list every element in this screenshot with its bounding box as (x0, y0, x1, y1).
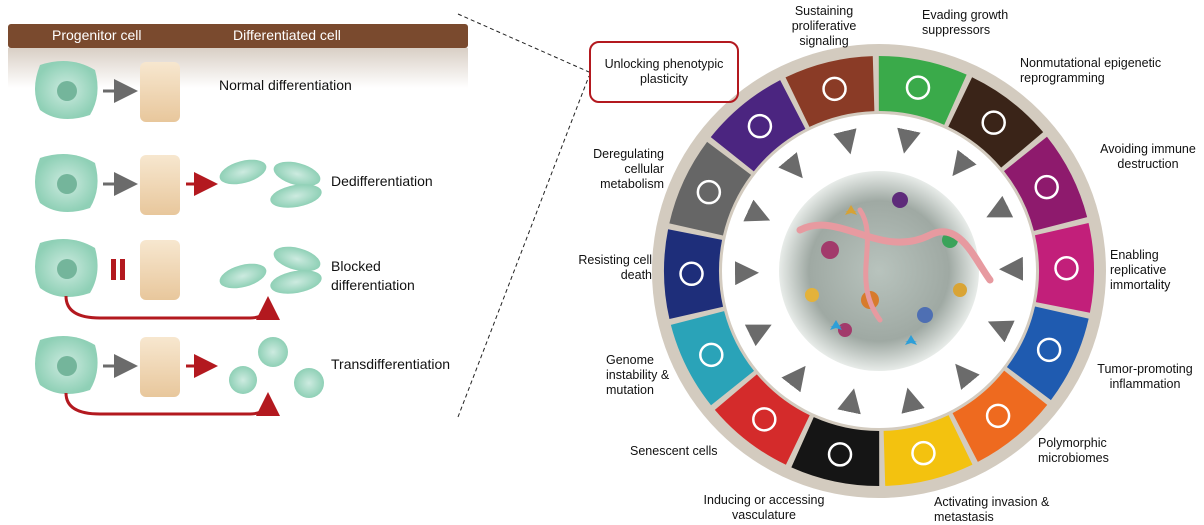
progenitor-nucleus (57, 356, 77, 376)
segment-immune-cell (1034, 222, 1094, 313)
label-activating-invasion-metastasis: Activating invasion & metastasis (934, 495, 1050, 524)
epithelial-cell (140, 240, 180, 300)
row-blocked (35, 239, 322, 321)
segment-infinity (1006, 306, 1089, 401)
chromatin-icon (1034, 174, 1059, 200)
mesenchymal-cell (270, 184, 322, 208)
label-unlocking-phenotypic-plasticity: Unlocking phenotypic plasticity (604, 57, 724, 86)
row-normal (35, 61, 180, 122)
label-nonmutational-epigenetic-reprogramming: Nonmutational epigenetic reprogramming (1020, 56, 1162, 85)
header-bar (8, 24, 468, 48)
plasticity-highlight-box (589, 41, 739, 103)
row-label-normal: Normal differentiation (219, 77, 352, 93)
segment-cross (669, 141, 752, 236)
segment-leaf (670, 311, 755, 406)
atom-icon (747, 113, 773, 139)
segment-flame (952, 370, 1048, 462)
label-sustaining-proliferative-signaling: Sustaining proliferative signaling (791, 4, 857, 48)
infinity-icon (1036, 337, 1062, 363)
mesenchymal-cell (273, 161, 321, 187)
segment-key (785, 56, 875, 127)
segment-invading-cell (791, 417, 880, 486)
dna-icon (679, 261, 704, 287)
segment-bacteria (883, 415, 973, 486)
inward-arrow (778, 152, 803, 179)
mesenchymal-cell (219, 159, 267, 185)
epithelial-cell (140, 337, 180, 397)
plasticity-panel: Progenitor cell Differentiated cell Norm… (0, 0, 470, 525)
label-inducing-accessing-vasculature: Inducing or accessing vasculature (703, 493, 825, 522)
immune-cell-icon (1054, 255, 1079, 281)
hallmarks-wheel (652, 44, 1106, 498)
mesenchymal-cell (270, 270, 322, 294)
inward-arrow (837, 388, 861, 415)
irregular-cell (258, 337, 288, 367)
blood-vessel-icon (752, 407, 777, 432)
bypass-arrow (64, 295, 280, 321)
leaf-icon (699, 342, 724, 368)
label-deregulating-cellular-metabolism: Deregulating cellular metabolism (593, 147, 664, 191)
row-label-blocked: Blocked differentiation (331, 258, 415, 293)
row-label-dedifferentiation: Dedifferentiation (331, 173, 433, 189)
flame-icon (985, 403, 1011, 429)
segment-prohibited (948, 77, 1044, 168)
segment-blood-vessel (714, 374, 810, 465)
inward-arrow (781, 365, 806, 393)
segment-arrow-up-right (878, 56, 967, 125)
label-evading-growth-suppressors: Evading growth suppressors (922, 8, 1009, 37)
key-icon (822, 76, 847, 102)
row-dedifferentiation (35, 154, 322, 215)
tumor-mass (779, 171, 979, 371)
mesenchymal-cell (219, 263, 267, 289)
arrow-up-right-icon (905, 75, 931, 100)
tumor-microenvironment (796, 192, 994, 345)
inward-arrow (897, 127, 921, 154)
segment-atom (710, 80, 806, 172)
inward-arrow (955, 363, 980, 390)
inward-arrow (901, 387, 925, 414)
inward-arrow (833, 128, 857, 155)
inward-arrow (744, 324, 772, 347)
differentiated-header: Differentiated cell (233, 27, 341, 43)
irregular-cell (294, 368, 324, 398)
prohibited-icon (981, 110, 1006, 135)
segment-chromatin (1003, 136, 1088, 231)
connector-line (457, 13, 590, 73)
bacteria-icon (911, 440, 936, 466)
label-enabling-replicative-immortality: Enabling replicative immortality (1110, 248, 1171, 292)
inward-arrow (987, 320, 1015, 343)
label-polymorphic-microbiomes: Polymorphic microbiomes (1038, 436, 1109, 465)
row-label-transdifferentiation: Transdifferentiation (331, 356, 451, 372)
progenitor-header: Progenitor cell (52, 27, 142, 43)
block-mark-icon (111, 259, 116, 280)
segment-dna (664, 229, 724, 320)
label-resisting-cell-death: Resisting cell death (578, 253, 652, 282)
block-mark-icon (120, 259, 125, 280)
cross-icon (696, 179, 722, 205)
inward-arrow (986, 195, 1014, 218)
connector-line (457, 75, 590, 418)
label-senescent-cells: Senescent cells (630, 444, 718, 458)
row-transdifferentiation (35, 336, 324, 417)
progenitor-nucleus (57, 174, 77, 194)
label-avoiding-immune-destruction: Avoiding immune destruction (1100, 142, 1196, 171)
epithelial-cell (140, 62, 180, 122)
inward-arrow (952, 149, 977, 177)
invading-cell-icon (827, 442, 853, 467)
label-genome-instability-mutation: Genome instability & mutation (606, 353, 670, 397)
progenitor-nucleus (57, 259, 77, 279)
label-tumor-promoting-inflammation: Tumor-promoting inflammation (1097, 362, 1193, 391)
epithelial-cell (140, 155, 180, 215)
progenitor-nucleus (57, 81, 77, 101)
irregular-cell (229, 366, 257, 394)
mesenchymal-cell (273, 246, 321, 272)
bypass-arrow (64, 392, 280, 417)
inward-arrow (743, 199, 771, 222)
